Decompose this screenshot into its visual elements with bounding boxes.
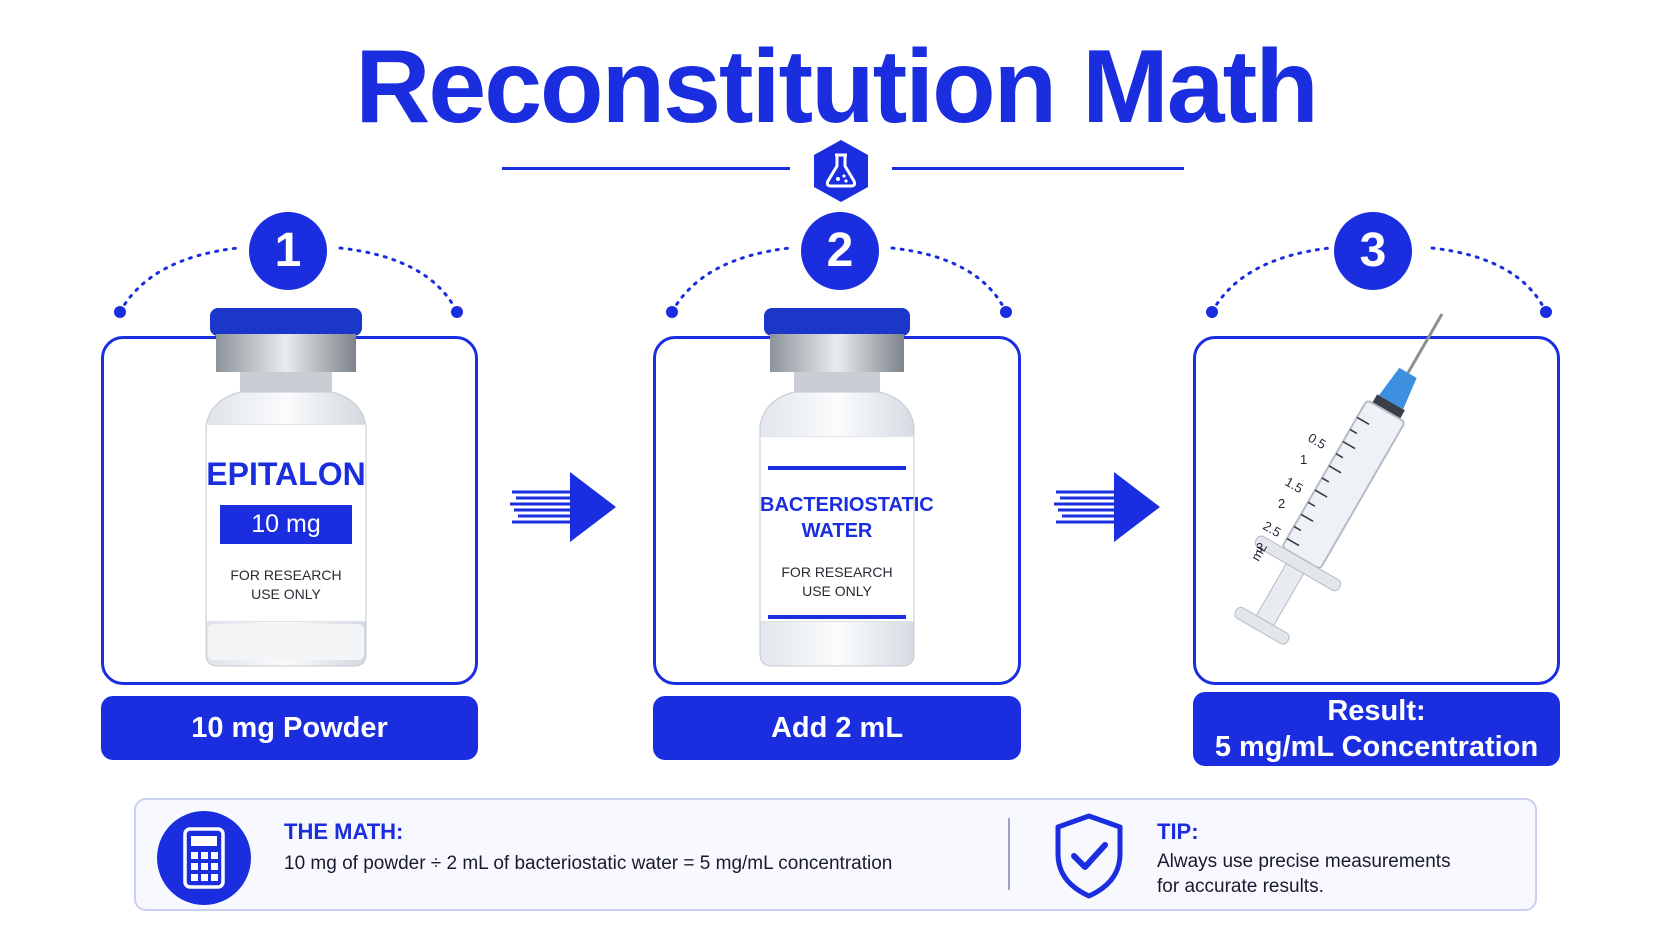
- vial-title: EPITALON: [206, 456, 366, 492]
- page-title: Reconstitution Math: [355, 29, 1318, 145]
- result-value: 5 mg/mL Concentration: [1214, 731, 1539, 763]
- tip-line-2: for accurate results.: [1157, 876, 1324, 897]
- tip-heading: TIP:: [1157, 819, 1199, 844]
- label-stripe-bottom: [768, 615, 906, 619]
- math-text: 10 mg of powder ÷ 2 mL of bacteriostatic…: [284, 853, 893, 874]
- flask-icon: [814, 140, 868, 202]
- step-3-caption: Result: 5 mg/mL Concentration: [1193, 692, 1560, 766]
- vial-note: FOR RESEARCH USE ONLY: [230, 567, 342, 602]
- tip-line-1: Always use precise measurements: [1157, 851, 1451, 872]
- title-divider-right: [892, 167, 1184, 170]
- title-divider-left: [502, 167, 790, 170]
- vial-note: FOR RESEARCH USE ONLY: [781, 564, 893, 599]
- syringe-mark-3: 3: [1256, 540, 1264, 555]
- step-connector-arcs: [114, 246, 1552, 318]
- info-divider: [1008, 818, 1010, 890]
- syringe-illustration: [1234, 313, 1444, 645]
- step-number-3: 3: [1334, 212, 1412, 290]
- arrow-right-icon: [1054, 472, 1160, 542]
- step-1-caption: 10 mg Powder: [101, 696, 478, 760]
- shield-check-icon: [1055, 813, 1123, 899]
- info-panel: [134, 798, 1537, 911]
- vial-title: BACTERIOSTATIC WATER: [760, 494, 934, 542]
- label-stripe-top: [768, 466, 906, 470]
- syringe-mark-1: 1: [1300, 452, 1308, 467]
- math-heading: THE MATH:: [284, 819, 404, 844]
- arrow-right-icon: [510, 472, 616, 542]
- calculator-icon: [157, 811, 251, 905]
- step-number-2: 2: [801, 212, 879, 290]
- step-number-1: 1: [249, 212, 327, 290]
- vial-dose: 10 mg: [220, 505, 352, 544]
- step-2-caption: Add 2 mL: [653, 696, 1021, 760]
- syringe-mark-2: 2: [1278, 496, 1286, 511]
- result-label: Result:: [1327, 694, 1426, 727]
